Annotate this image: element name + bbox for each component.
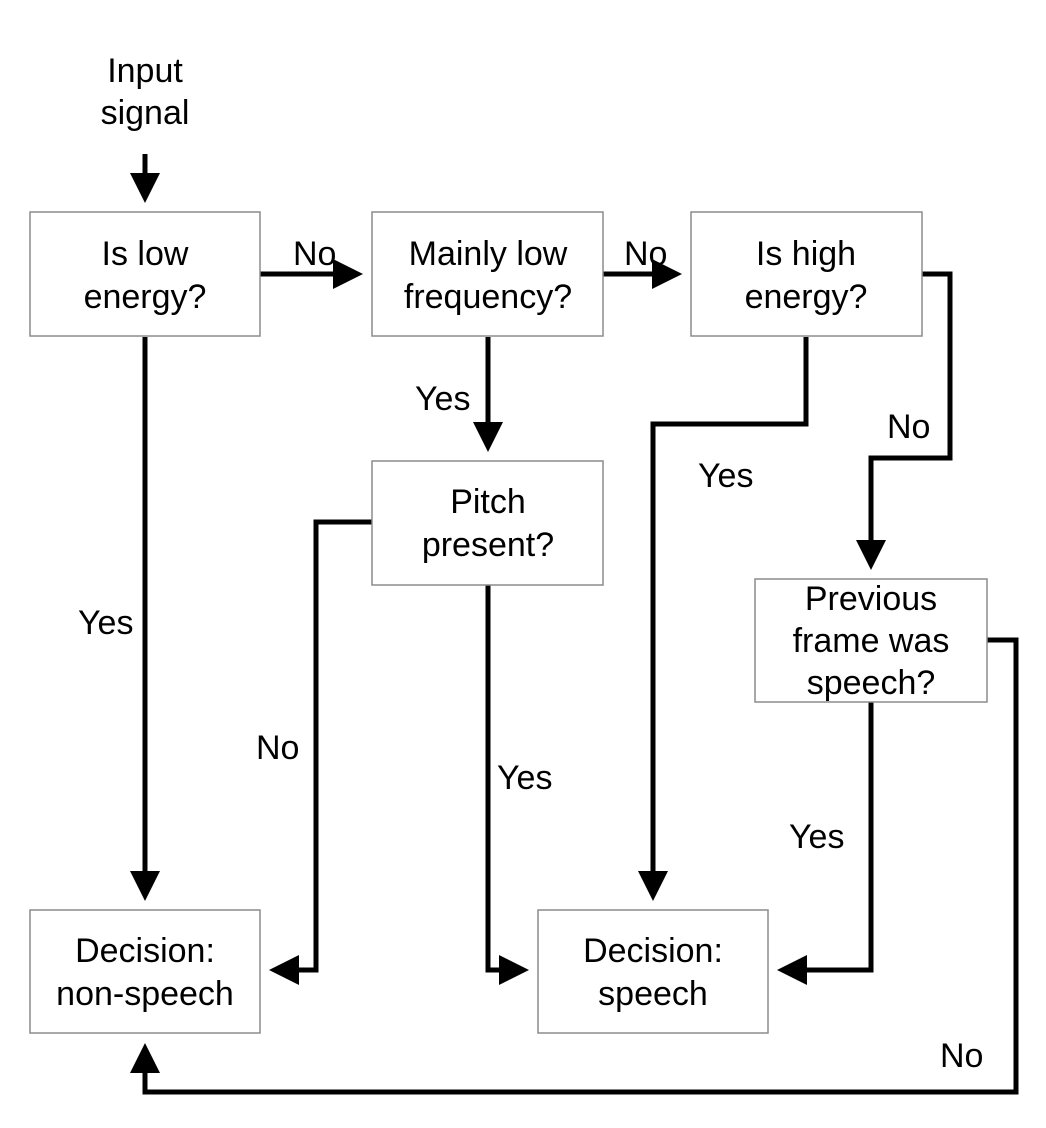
edge-label-pitch-yes: Yes [497, 759, 552, 797]
node-line2: speech [598, 975, 708, 1013]
node-line2: energy? [84, 278, 207, 316]
node-line1: Decision: [75, 932, 215, 970]
node-is-high-energy: Is high energy? [690, 211, 923, 337]
node-line2: frame was [793, 622, 950, 660]
node-line1: Decision: [583, 932, 723, 970]
node-line1: Mainly low [409, 235, 568, 273]
input-label-line2: signal [101, 94, 190, 132]
arrow-previous-frame-yes [777, 702, 874, 985]
edge-label-low-frequency-no: No [624, 235, 667, 273]
node-box [29, 909, 261, 1034]
node-line2: present? [422, 526, 554, 564]
node-box [29, 211, 261, 337]
node-line1: Previous [805, 580, 937, 618]
node-line1: Pitch [450, 483, 526, 521]
node-box [371, 211, 604, 337]
node-box [371, 460, 604, 586]
edge-label-low-energy-yes: Yes [78, 604, 133, 642]
node-line2: frequency? [404, 278, 572, 316]
node-box [537, 909, 769, 1034]
edge-label-low-frequency-yes: Yes [415, 380, 470, 418]
edge-label-low-energy-no: No [293, 235, 336, 273]
node-box [754, 578, 988, 703]
arrow-pitch-yes [485, 585, 529, 985]
node-line2: energy? [745, 278, 868, 316]
node-line3: speech? [807, 664, 936, 702]
node-mainly-low-frequency: Mainly low frequency? [371, 211, 604, 337]
node-line1: Is low [102, 235, 189, 273]
node-box [690, 211, 923, 337]
input-label-line1: Input [107, 52, 183, 90]
arrow-high-energy-yes [638, 337, 809, 901]
edge-label-high-energy-no: No [887, 408, 930, 446]
connectors [130, 154, 1019, 1095]
edge-label-previous-frame-no: No [940, 1037, 983, 1075]
arrow-high-energy-no [856, 271, 953, 570]
node-line1: Is high [756, 235, 856, 273]
edge-labels: No No Yes No Yes Yes No Yes Yes No [78, 235, 983, 1075]
node-previous-frame-was-speech: Previous frame was speech? [754, 578, 988, 703]
node-line2: non-speech [56, 975, 234, 1013]
arrow-pitch-no [269, 519, 372, 985]
node-pitch-present: Pitch present? [371, 460, 604, 586]
node-decision-speech: Decision: speech [537, 909, 769, 1034]
node-is-low-energy: Is low energy? [29, 211, 261, 337]
arrow-previous-frame-no [130, 637, 1019, 1095]
input-signal-label: Input signal [101, 52, 190, 132]
node-decision-non-speech: Decision: non-speech [29, 909, 261, 1034]
edge-label-pitch-no: No [256, 729, 299, 767]
edge-label-previous-frame-yes: Yes [789, 818, 844, 856]
edge-label-high-energy-yes: Yes [698, 457, 753, 495]
